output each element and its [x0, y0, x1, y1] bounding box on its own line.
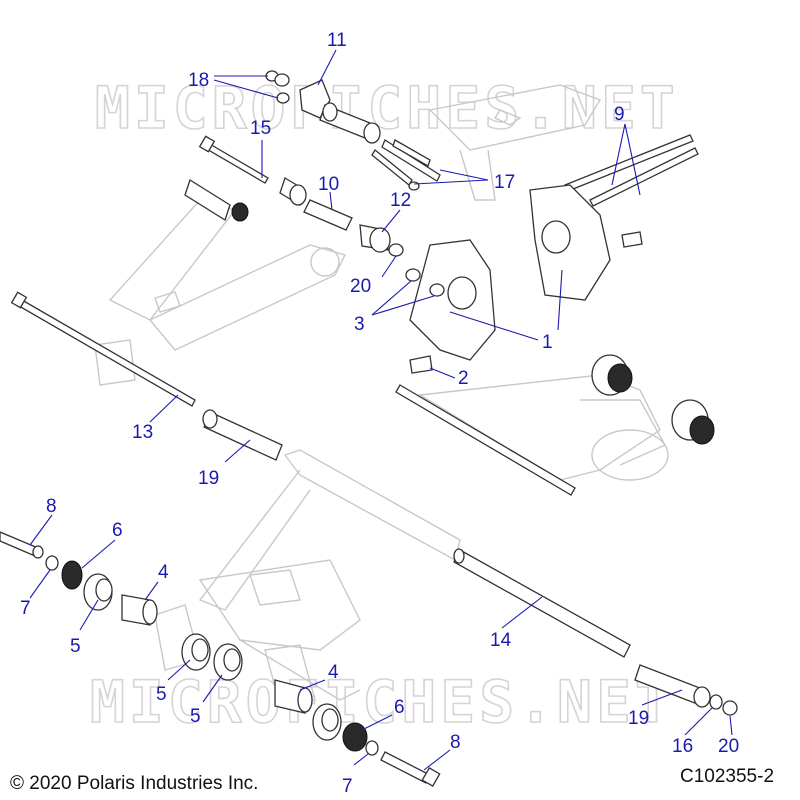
part-8-bolt-lower — [380, 751, 441, 787]
callout-4-upper: 4 — [158, 562, 169, 583]
callout-19-lower: 19 — [628, 708, 649, 729]
part-5-bushing-a — [83, 573, 113, 611]
part-6-washer-left — [61, 560, 83, 590]
callout-20-lower: 20 — [718, 736, 739, 757]
copyright-text: © 2020 Polaris Industries Inc. — [10, 773, 258, 794]
part-7-washer-left — [45, 555, 59, 571]
callout-5-c: 5 — [190, 706, 201, 727]
part-19-sleeve-lower — [634, 664, 711, 708]
right-arm-bushings — [591, 354, 715, 445]
callout-11: 11 — [327, 30, 347, 51]
callout-5-b: 5 — [156, 684, 167, 705]
part-1-plate-left — [409, 239, 496, 361]
part-20-nut-lower — [722, 700, 738, 716]
part-3-nuts — [405, 268, 445, 297]
upper-left-bushings — [184, 177, 307, 222]
callout-3: 3 — [354, 314, 365, 335]
part-5-bushing-d — [312, 703, 342, 741]
upper-pivot-assembly — [319, 102, 441, 182]
part-18-nuts — [265, 70, 290, 104]
part-19-sleeve-upper — [202, 409, 283, 461]
left-control-arm-ghost — [94, 199, 347, 386]
part-10-sleeve — [303, 199, 353, 231]
part-14-shaft — [453, 548, 631, 658]
part-7-washer-right — [365, 740, 379, 756]
part-8-bolt-left — [0, 531, 44, 559]
right-arm-long-bolt — [395, 384, 576, 496]
part-15-bolt — [198, 135, 269, 184]
callout-8-left: 8 — [46, 496, 57, 517]
upper-control-arm-ghost — [428, 84, 602, 201]
part-9-bolts — [564, 134, 699, 207]
small-bolt-right — [621, 231, 643, 248]
part-12-bushing — [359, 224, 391, 253]
callout-2: 2 — [458, 368, 469, 389]
callout-6-right: 6 — [394, 697, 405, 718]
callout-7-lower: 7 — [342, 776, 353, 797]
part-4-sleeve-lower — [274, 679, 313, 714]
part-5-bushing-c — [213, 643, 243, 681]
part-6-washer-right — [342, 722, 368, 752]
callout-4-lower: 4 — [328, 662, 339, 683]
part-1-plate-right — [529, 184, 611, 301]
part-2-bolt — [409, 355, 433, 374]
part-4-sleeve-upper — [121, 594, 158, 626]
callout-20-upper: 20 — [350, 276, 371, 297]
callout-10: 10 — [318, 174, 339, 195]
watermark-bottom: MICROFICHES.NET — [90, 668, 674, 736]
callout-5-a: 5 — [70, 636, 81, 657]
callout-19-upper: 19 — [198, 468, 219, 489]
callout-14: 14 — [490, 630, 512, 651]
callout-8-lower: 8 — [450, 732, 461, 753]
leader-lines — [29, 49, 733, 771]
callout-1: 1 — [542, 332, 553, 353]
part-20-nut-upper — [388, 243, 404, 257]
part-13-bolt — [10, 291, 196, 407]
callout-6-left: 6 — [112, 520, 123, 541]
callout-17: 17 — [494, 172, 515, 193]
callout-9: 9 — [614, 104, 625, 125]
callout-12: 12 — [390, 190, 411, 211]
callout-15: 15 — [250, 118, 271, 139]
callout-18: 18 — [188, 70, 209, 91]
callout-16: 16 — [672, 736, 693, 757]
diagram-code: C102355-2 — [680, 766, 774, 787]
callout-labels: 11 18 15 10 17 9 12 20 3 1 2 13 19 8 6 7… — [20, 30, 739, 797]
part-16-washer — [709, 694, 723, 710]
part-5-bushing-b — [181, 633, 211, 671]
callout-13: 13 — [132, 422, 153, 443]
callout-7-left: 7 — [20, 598, 31, 619]
watermark-top: MICROFICHES.NET — [95, 74, 679, 142]
